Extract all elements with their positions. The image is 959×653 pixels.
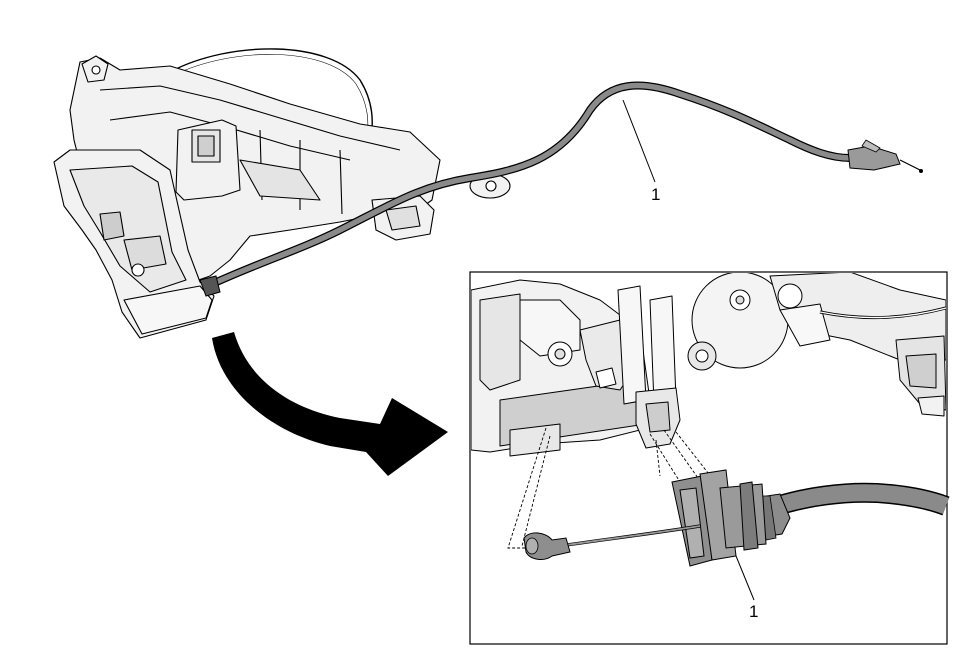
callout-label-detail: 1 <box>749 602 759 621</box>
inner-wire <box>523 524 701 560</box>
sheathed-cable <box>199 81 923 297</box>
latch-assembly <box>53 48 511 339</box>
leader-line-main <box>622 99 656 183</box>
callout-label-main: 1 <box>651 185 661 204</box>
detail-inset <box>469 271 950 645</box>
curved-arrow <box>212 332 448 476</box>
leader-line-detail <box>735 555 755 601</box>
cable-clip <box>671 469 767 567</box>
